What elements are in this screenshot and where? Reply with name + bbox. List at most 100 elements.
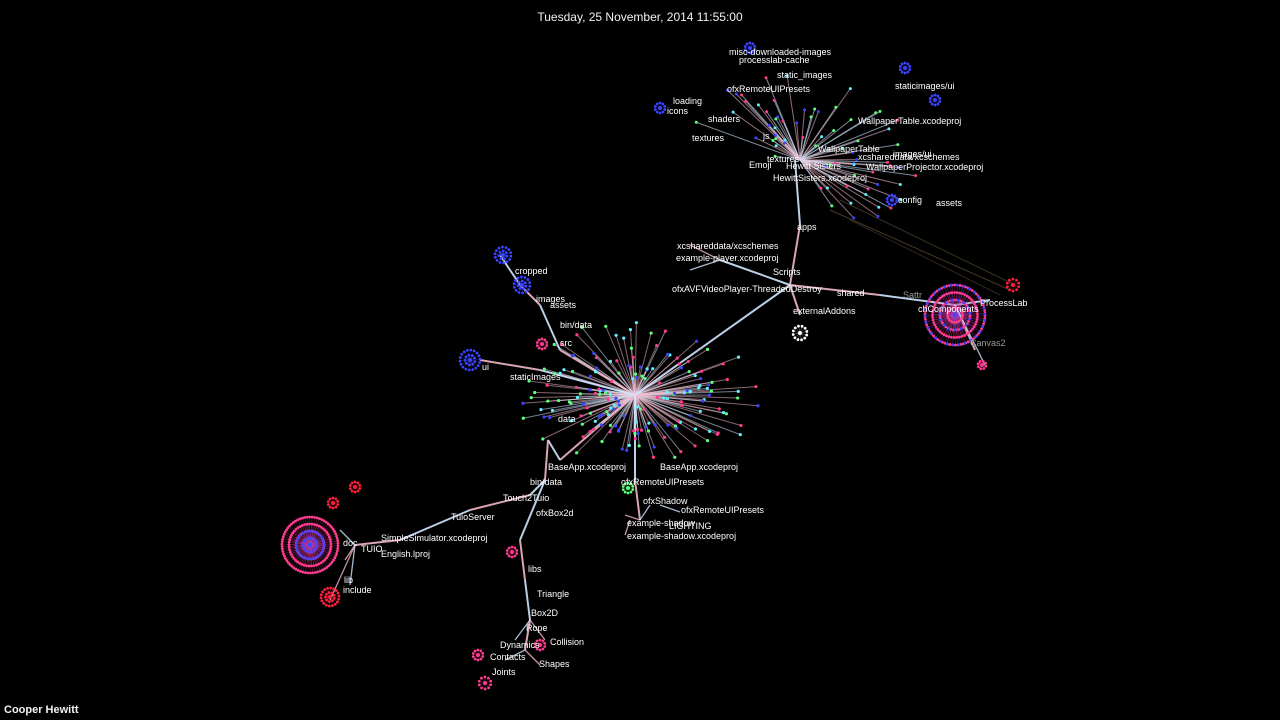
graph-node [888, 164, 892, 168]
graph-node [606, 413, 610, 417]
graph-edge [302, 525, 311, 546]
graph-edge [605, 326, 636, 396]
graph-node [323, 567, 327, 571]
graph-node [629, 482, 633, 486]
graph-node [471, 655, 475, 659]
graph-node [322, 546, 326, 549]
graph-edge [799, 111, 881, 161]
graph-edge [634, 368, 654, 396]
node-label: include [343, 585, 372, 595]
graph-node [957, 319, 961, 323]
graph-edge [634, 394, 649, 432]
graph-node [813, 107, 817, 111]
graph-node [1008, 278, 1011, 282]
graph-edge [558, 394, 636, 402]
graph-node [1015, 288, 1018, 292]
node-label: Hewitt Sisters [786, 161, 842, 171]
graph-edge [634, 394, 654, 458]
graph-edge [799, 159, 879, 217]
graph-edge [297, 527, 311, 546]
graph-node [545, 344, 549, 347]
graph-node [885, 197, 889, 200]
node-label: loading [673, 96, 702, 106]
graph-node [627, 443, 631, 447]
graph-node [967, 331, 971, 335]
graph-node [634, 372, 638, 376]
graph-edge [349, 544, 356, 586]
graph-node [946, 311, 950, 315]
graph-node [298, 525, 302, 528]
graph-node [505, 254, 509, 258]
graph-edge [634, 333, 652, 396]
graph-node [510, 555, 514, 559]
graph-node [969, 329, 973, 333]
graph-node [717, 407, 721, 411]
graph-node [958, 291, 962, 295]
graph-node [744, 99, 748, 103]
graph-node [281, 550, 285, 553]
graph-node [460, 352, 464, 356]
graph-node [638, 407, 643, 411]
graph-node [322, 540, 326, 544]
graph-node [791, 329, 795, 333]
graph-node [538, 643, 542, 647]
graph-node [819, 186, 823, 190]
graph-node [725, 377, 729, 382]
graph-edge [634, 394, 742, 426]
graph-node [926, 326, 930, 330]
graph-node [322, 602, 326, 605]
graph-node [936, 338, 940, 341]
graph-node [890, 198, 894, 202]
graph-edge [954, 301, 974, 316]
graph-edge [634, 394, 692, 417]
graph-node [969, 339, 973, 342]
graph-node [774, 137, 778, 141]
node-label: images/ui [893, 149, 932, 159]
graph-edge [799, 159, 852, 204]
graph-node [312, 530, 316, 533]
graph-node [980, 300, 984, 304]
graph-edge [593, 352, 636, 396]
graph-node [707, 383, 711, 387]
graph-node [952, 336, 956, 339]
graph-edge [939, 298, 956, 316]
graph-node [653, 108, 657, 112]
graph-edge [309, 544, 331, 552]
graph-node [745, 42, 749, 46]
graph-node [876, 182, 880, 186]
graph-node [556, 398, 561, 403]
graph-node [538, 638, 542, 642]
graph-edge [629, 329, 636, 396]
graph-node [936, 102, 940, 106]
graph-node [655, 344, 659, 348]
graph-edge [519, 539, 526, 581]
graph-edge [479, 359, 541, 371]
graph-edge [946, 293, 956, 316]
graph-edge [933, 314, 956, 323]
graph-node [968, 314, 972, 318]
graph-node [931, 313, 934, 317]
graph-edge [829, 209, 1011, 291]
graph-node [967, 309, 971, 313]
node-label: bin/data [560, 320, 592, 330]
graph-edge [951, 292, 956, 316]
graph-edge [954, 294, 966, 316]
graph-node [313, 556, 317, 560]
graph-edge [934, 304, 956, 316]
graph-edge [616, 360, 636, 396]
graph-node [552, 342, 556, 347]
graph-edge [936, 302, 956, 316]
graph-node [306, 529, 310, 533]
graph-node [571, 353, 575, 357]
graph-node [283, 530, 287, 534]
graph-node [336, 547, 340, 550]
graph-node [520, 283, 524, 287]
graph-edge [309, 524, 313, 546]
graph-node [938, 312, 942, 316]
graph-node [814, 144, 818, 148]
graph-node [333, 602, 337, 606]
graph-node [471, 652, 475, 655]
graph-node [335, 534, 338, 538]
graph-node [938, 96, 942, 100]
graph-node [635, 405, 639, 409]
